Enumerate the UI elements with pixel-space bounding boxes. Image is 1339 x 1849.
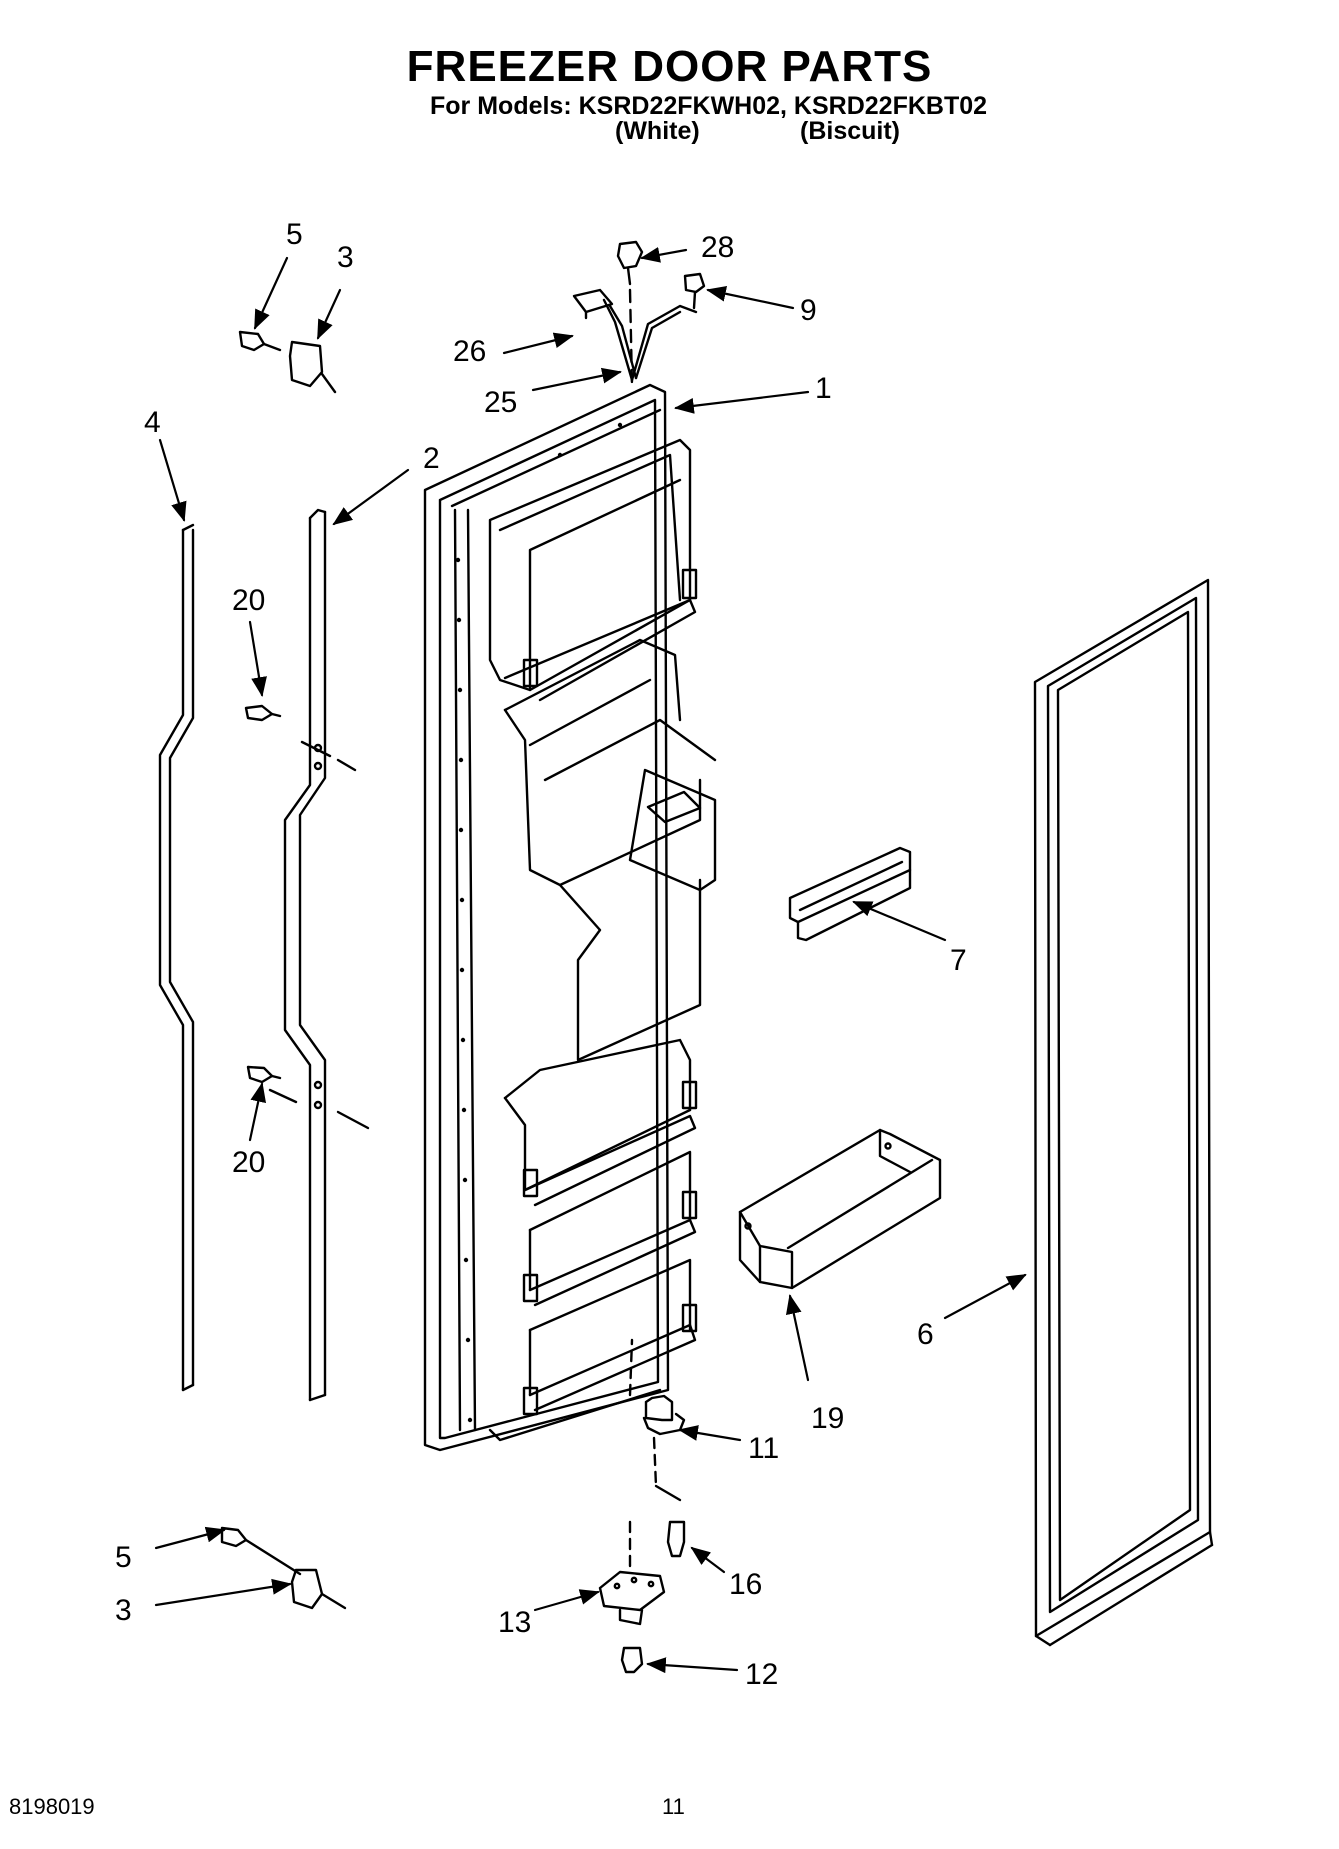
leader-13: [533, 1589, 600, 1612]
door-panel: [423, 383, 717, 1452]
callout-3-bottom: 3: [115, 1594, 132, 1627]
hinge-cover-bottom: [290, 1568, 347, 1610]
leader-lines: [154, 247, 1027, 1674]
leader-25: [531, 367, 622, 392]
part-7-bracket: [788, 846, 912, 942]
callout-5-top: 5: [286, 218, 303, 251]
door-stop-strip: [158, 523, 195, 1392]
wire-harness: [572, 288, 698, 382]
hinge-pin-11: [628, 1338, 686, 1502]
door-strip: [283, 508, 370, 1402]
callout-7: 7: [950, 944, 967, 977]
callout-11: 11: [748, 1432, 779, 1465]
page-number: 11: [662, 1794, 685, 1819]
callout-5-bottom: 5: [115, 1541, 132, 1574]
leader-9: [706, 285, 795, 310]
leader-11: [678, 1425, 742, 1442]
leader-6: [943, 1273, 1027, 1320]
callout-2: 2: [423, 442, 440, 475]
callout-3-top: 3: [337, 241, 354, 274]
leader-4: [158, 438, 187, 522]
callout-20-upper: 20: [232, 584, 265, 617]
plug-28: [616, 240, 644, 387]
hinge-screw-bottom: [220, 1526, 302, 1576]
callout-19: 19: [811, 1402, 844, 1435]
variant-white: (White): [615, 117, 700, 145]
callout-4: 4: [144, 406, 161, 439]
screw-9: [683, 272, 706, 310]
leader-12: [646, 1657, 739, 1674]
callout-25: 25: [484, 386, 517, 419]
callout-12: 12: [745, 1658, 778, 1691]
models-line: For Models: KSRD22FKWH02, KSRD22FKBT02: [430, 92, 988, 120]
callout-20-lower: 20: [232, 1146, 265, 1179]
screw-12: [620, 1646, 644, 1674]
leader-3a: [316, 288, 342, 340]
leader-5b: [154, 1526, 226, 1550]
doc-number: 8198019: [9, 1794, 95, 1819]
part-19-shelf: [738, 1128, 942, 1290]
callout-6: 6: [917, 1318, 934, 1351]
leader-3b: [154, 1578, 292, 1607]
callout-16: 16: [729, 1568, 762, 1601]
callout-1: 1: [815, 372, 832, 405]
callout-13: 13: [498, 1606, 531, 1639]
screw-20-upper: [244, 704, 332, 758]
callout-28: 28: [701, 231, 734, 264]
callout-26: 26: [453, 335, 486, 368]
leader-7: [852, 900, 947, 942]
variant-biscuit: (Biscuit): [800, 117, 900, 145]
leader-1: [674, 390, 810, 414]
page-title: FREEZER DOOR PARTS: [406, 42, 933, 91]
hinge-screw-top: [238, 330, 282, 352]
leader-2: [332, 468, 410, 526]
hinge-bracket-13: [598, 1520, 666, 1626]
screw-16: [666, 1520, 686, 1558]
leader-16: [690, 1546, 726, 1574]
leader-28: [640, 247, 688, 263]
door-gasket: [1033, 578, 1214, 1647]
leader-5a: [253, 256, 289, 330]
leader-20a: [248, 620, 267, 697]
callout-numbers: 28 9 26 25 1 5 3 4 2 20 20 7 6 19 11 16 …: [115, 218, 967, 1691]
screw-20-lower: [246, 1065, 298, 1104]
callout-9: 9: [800, 294, 817, 327]
hinge-cover-top: [288, 340, 337, 394]
leader-26: [502, 332, 574, 355]
leader-20b: [248, 1082, 267, 1142]
leader-19: [785, 1294, 810, 1382]
